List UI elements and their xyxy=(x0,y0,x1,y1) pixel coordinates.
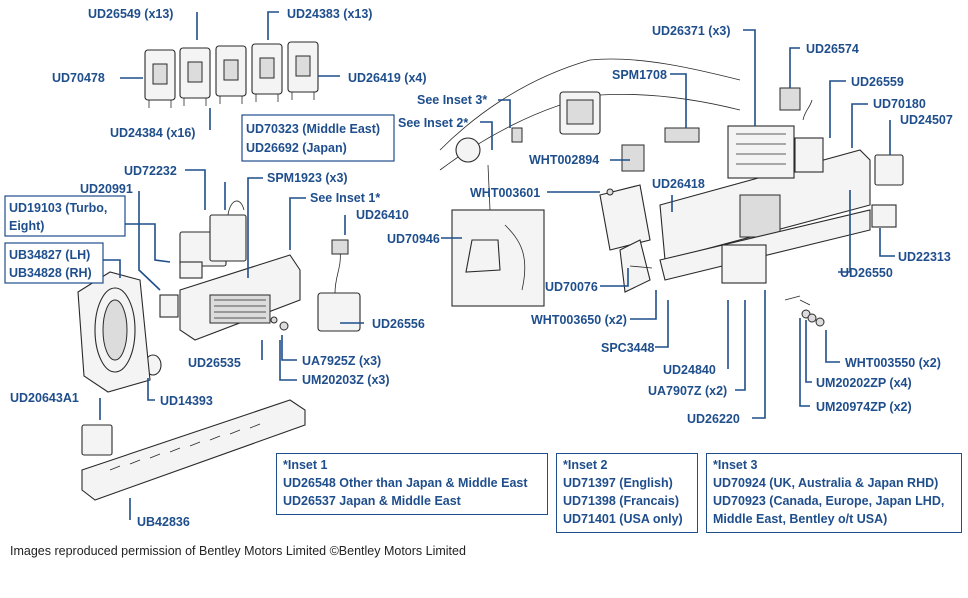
label-see-inset3: See Inset 3* xyxy=(417,93,487,107)
label-ud26371: UD26371 (x3) xyxy=(652,24,731,38)
label-ud26559: UD26559 xyxy=(851,75,904,89)
label-ud26419: UD26419 (x4) xyxy=(348,71,427,85)
label-ud19103-line2: Eight) xyxy=(9,219,44,233)
label-ud24384: UD24384 (x16) xyxy=(110,126,195,140)
label-wht002894: WHT002894 xyxy=(529,153,599,167)
label-see-inset1: See Inset 1* xyxy=(310,191,380,205)
label-ud20643a1: UD20643A1 xyxy=(10,391,79,405)
label-ud20991: UD20991 xyxy=(80,182,133,196)
label-ud26549: UD26549 (x13) xyxy=(88,7,173,21)
label-ud24507: UD24507 xyxy=(900,113,953,127)
label-ub34827: UB34827 (LH) xyxy=(9,248,90,262)
label-ud26692: UD26692 (Japan) xyxy=(246,141,347,155)
relay-inset1-illustration xyxy=(270,239,361,332)
dashboard-illustration xyxy=(439,58,741,307)
label-ud26418: UD26418 xyxy=(652,177,705,191)
label-ub42836: UB42836 xyxy=(137,515,190,529)
ud19103-label-box xyxy=(4,195,126,237)
label-wht003601: WHT003601 xyxy=(470,186,540,200)
label-um20203z: UM20203Z (x3) xyxy=(302,373,390,387)
label-ud24840: UD24840 xyxy=(663,363,716,377)
label-ua7925z: UA7925Z (x3) xyxy=(302,354,381,368)
label-ud70180: UD70180 xyxy=(873,97,926,111)
label-wht003550: WHT003550 (x2) xyxy=(845,356,941,370)
inset3-box: *Inset 3 UD70924 (UK, Australia & Japan … xyxy=(706,453,962,533)
label-ud24383: UD24383 (x13) xyxy=(287,7,372,21)
inset3-line2: UD70923 (Canada, Europe, Japan LHD, xyxy=(713,494,945,508)
label-ud19103-line1: UD19103 (Turbo, xyxy=(9,201,107,215)
label-ud72232: UD72232 xyxy=(124,164,177,178)
label-ud26550: UD26550 xyxy=(840,266,893,280)
label-ud22313: UD22313 xyxy=(898,250,951,264)
label-ud14393: UD14393 xyxy=(160,394,213,408)
label-ud70946: UD70946 xyxy=(387,232,440,246)
lower-trim-illustration xyxy=(81,399,306,501)
side-panel-illustration xyxy=(77,271,151,393)
label-spm1708: SPM1708 xyxy=(612,68,667,82)
label-ud70076: UD70076 xyxy=(545,280,598,294)
inset2-line2: UD71398 (Francais) xyxy=(563,494,680,508)
left-fusebox-illustration xyxy=(144,200,301,376)
inset1-line1: UD26548 Other than Japan & Middle East xyxy=(283,476,528,490)
ub34827-label-box xyxy=(4,242,104,284)
label-ud70478: UD70478 xyxy=(52,71,105,85)
label-ud26220: UD26220 xyxy=(687,412,740,426)
inset2-title: *Inset 2 xyxy=(563,458,608,472)
label-ua7907z: UA7907Z (x2) xyxy=(648,384,727,398)
part-labels: UD26549 (x13) UD24383 (x13) UD70478 UD26… xyxy=(9,7,953,529)
label-ud26574: UD26574 xyxy=(806,42,859,56)
ud70323-label-box xyxy=(241,114,395,162)
label-ud70323: UD70323 (Middle East) xyxy=(246,122,380,136)
label-ud26410: UD26410 xyxy=(356,208,409,222)
label-spm1923: SPM1923 (x3) xyxy=(267,171,348,185)
label-um20974zp: UM20974ZP (x2) xyxy=(816,400,912,414)
label-ud26535: UD26535 xyxy=(188,356,241,370)
fuse-row-illustration xyxy=(144,41,319,108)
inset3-title: *Inset 3 xyxy=(713,458,758,472)
inset2-line3: UD71401 (USA only) xyxy=(563,512,683,526)
inset1-line2: UD26537 Japan & Middle East xyxy=(283,494,461,508)
label-see-inset2: See Inset 2* xyxy=(398,116,468,130)
right-fascia-illustration xyxy=(599,87,904,327)
label-ud26556: UD26556 xyxy=(372,317,425,331)
inset3-line3: Middle East, Bentley o/t USA) xyxy=(713,512,888,526)
label-wht003650: WHT003650 (x2) xyxy=(531,313,627,327)
leader-lines xyxy=(98,11,895,520)
inset3-line1: UD70924 (UK, Australia & Japan RHD) xyxy=(713,476,939,490)
inset2-box: *Inset 2 UD71397 (English) UD71398 (Fran… xyxy=(556,453,698,533)
label-ub34828: UB34828 (RH) xyxy=(9,266,92,280)
image-credit: Images reproduced permission of Bentley … xyxy=(10,544,466,558)
inset2-line1: UD71397 (English) xyxy=(563,476,673,490)
inset1-box: *Inset 1 UD26548 Other than Japan & Midd… xyxy=(276,453,548,515)
label-spc3448: SPC3448 xyxy=(601,341,655,355)
inset1-title: *Inset 1 xyxy=(283,458,328,472)
label-um20202zp: UM20202ZP (x4) xyxy=(816,376,912,390)
